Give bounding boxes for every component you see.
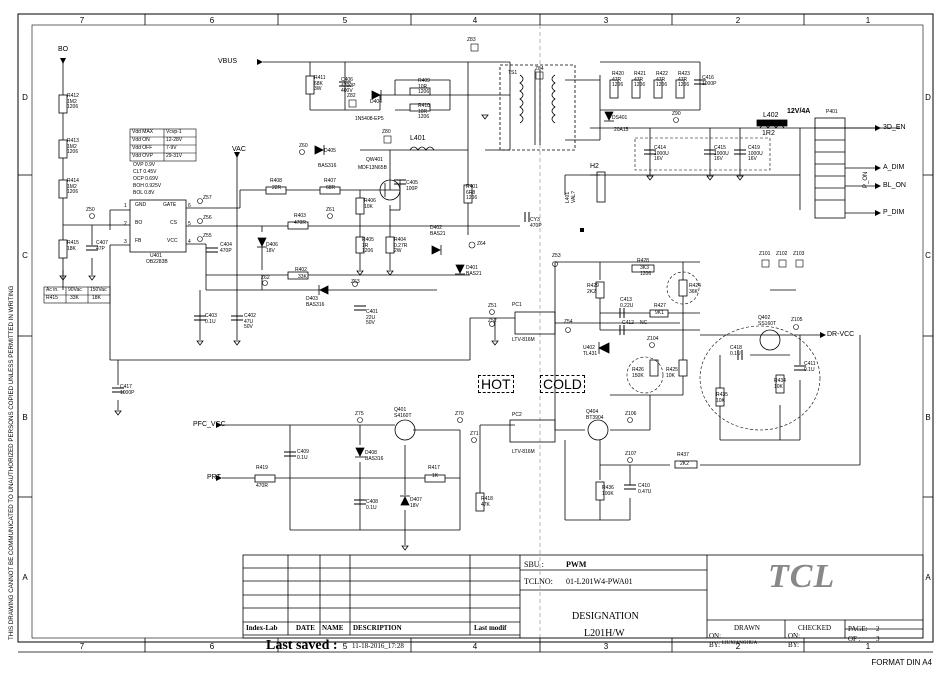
title-block-grid bbox=[242, 554, 924, 639]
frame-column-ticks bbox=[18, 14, 933, 653]
highlight-rings bbox=[626, 137, 821, 431]
row-right-b: B bbox=[925, 413, 930, 422]
col-bottom-6: 6 bbox=[210, 642, 215, 651]
ac-table-grid bbox=[43, 286, 111, 304]
drawing-frame bbox=[17, 13, 934, 643]
row-left-d: D bbox=[22, 93, 28, 102]
col-top-7: 7 bbox=[80, 16, 85, 25]
mosfet-qw401 bbox=[379, 179, 401, 201]
col-top-2: 2 bbox=[736, 16, 741, 25]
format-label: FORMAT DIN A4 bbox=[871, 658, 932, 667]
wires bbox=[62, 58, 900, 545]
col-top-3: 3 bbox=[604, 16, 609, 25]
diode-symbols bbox=[257, 90, 614, 506]
col-bottom-7: 7 bbox=[80, 642, 85, 651]
resistor-bodies bbox=[58, 75, 785, 512]
transformer-ts1 bbox=[499, 64, 576, 151]
col-top-5: 5 bbox=[343, 16, 348, 25]
ic-u401-body bbox=[129, 199, 187, 253]
side-note: THIS DRAWING CANNOT BE COMMUNICATED TO U… bbox=[8, 285, 15, 640]
row-right-d: D bbox=[925, 93, 931, 102]
col-top-1: 1 bbox=[866, 16, 871, 25]
row-right-c: C bbox=[925, 251, 931, 260]
inductor-symbols bbox=[409, 119, 788, 151]
col-bottom-1: 1 bbox=[866, 642, 871, 651]
h2-marker bbox=[580, 228, 584, 232]
transistor-symbols bbox=[394, 329, 781, 441]
col-bottom-2: 2 bbox=[736, 642, 741, 651]
test-point-markers bbox=[89, 43, 804, 463]
header-h2 bbox=[596, 171, 606, 203]
ground-symbols bbox=[59, 114, 796, 551]
row-left-b: B bbox=[22, 413, 27, 422]
row-left-a: A bbox=[22, 573, 28, 582]
col-bottom-5: 5 bbox=[343, 642, 348, 651]
col-top-6: 6 bbox=[210, 16, 215, 25]
col-top-4: 4 bbox=[473, 16, 478, 25]
capacitor-plates bbox=[86, 79, 806, 505]
connector-p401 bbox=[814, 117, 846, 219]
net-arrows bbox=[60, 58, 881, 481]
spec-table-grid bbox=[129, 128, 197, 162]
row-left-c: C bbox=[22, 251, 28, 260]
col-bottom-4: 4 bbox=[473, 642, 478, 651]
col-bottom-3: 3 bbox=[604, 642, 609, 651]
optocouplers bbox=[509, 311, 556, 443]
row-right-a: A bbox=[925, 573, 931, 582]
